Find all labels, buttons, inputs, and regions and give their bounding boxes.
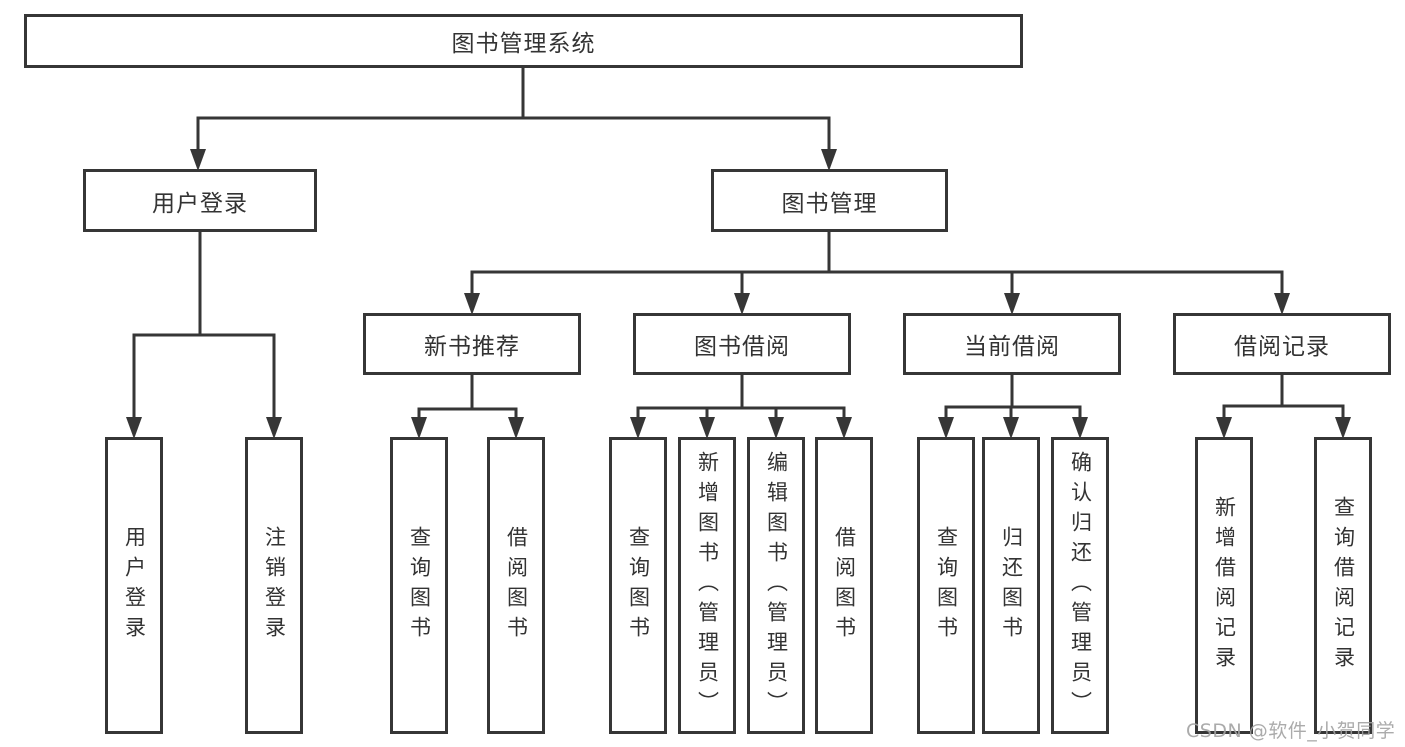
- node-current-borrowing-label: 当前借阅: [964, 334, 1060, 360]
- arrowhead-icon: [1072, 417, 1088, 439]
- arrowhead-icon: [630, 417, 646, 439]
- csdn-watermark: CSDN @软件_小贺同学: [1186, 720, 1396, 742]
- node-root-system: 图书管理系统: [24, 14, 1023, 68]
- leaf-add-book-admin: 新增图书（管理员）: [678, 437, 736, 734]
- arrowhead-icon: [266, 417, 282, 439]
- arrowhead-icon: [768, 417, 784, 439]
- node-book-borrowing: 图书借阅: [633, 313, 851, 375]
- connector-newbook-to-leaves: [411, 372, 524, 439]
- connector-root-to-level2: [190, 65, 837, 171]
- node-new-book-recommend: 新书推荐: [363, 313, 581, 375]
- arrowhead-icon: [411, 417, 427, 439]
- arrowhead-icon: [1004, 293, 1020, 315]
- leaf-query-books-current-label: 查询图书: [934, 525, 959, 646]
- leaf-query-books-recommend: 查询图书: [390, 437, 448, 734]
- arrowhead-icon: [190, 149, 206, 171]
- arrowhead-icon: [836, 417, 852, 439]
- leaf-user-login: 用户登录: [105, 437, 163, 734]
- leaf-borrow-books-borrowing-label: 借阅图书: [832, 525, 857, 646]
- leaf-query-books-recommend-label: 查询图书: [407, 525, 432, 646]
- leaf-edit-book-admin-label: 编辑图书（管理员）: [764, 450, 789, 721]
- node-user-login: 用户登录: [83, 169, 317, 232]
- arrowhead-icon: [1335, 417, 1351, 439]
- node-borrowing-records-label: 借阅记录: [1234, 334, 1330, 360]
- arrowhead-icon: [734, 293, 750, 315]
- leaf-logout: 注销登录: [245, 437, 303, 734]
- arrowhead-icon: [1216, 417, 1232, 439]
- leaf-edit-book-admin: 编辑图书（管理员）: [747, 437, 805, 734]
- arrowhead-icon: [1003, 417, 1019, 439]
- arrowhead-icon: [699, 417, 715, 439]
- leaf-return-books-label: 归还图书: [999, 525, 1024, 646]
- node-new-book-recommend-label: 新书推荐: [424, 334, 520, 360]
- leaf-borrow-books-recommend: 借阅图书: [487, 437, 545, 734]
- leaf-borrow-books-borrowing: 借阅图书: [815, 437, 873, 734]
- leaf-confirm-return-admin-label: 确认归还（管理员）: [1068, 450, 1093, 721]
- leaf-user-login-label: 用户登录: [122, 525, 147, 646]
- node-root-system-label: 图书管理系统: [451, 31, 596, 57]
- connector-bookmgmt-to-level3: [464, 229, 1290, 315]
- node-book-borrowing-label: 图书借阅: [694, 334, 790, 360]
- arrowhead-icon: [938, 417, 954, 439]
- arrowhead-icon: [821, 149, 837, 171]
- leaf-add-borrow-record: 新增借阅记录: [1195, 437, 1253, 734]
- arrowhead-icon: [508, 417, 524, 439]
- connector-records-to-leaves: [1216, 372, 1351, 439]
- leaf-query-borrow-record: 查询借阅记录: [1314, 437, 1372, 734]
- connector-current-to-leaves: [938, 372, 1088, 439]
- arrowhead-icon: [464, 293, 480, 315]
- leaf-return-books: 归还图书: [982, 437, 1040, 734]
- node-book-management-label: 图书管理: [781, 190, 878, 217]
- arrowhead-icon: [1274, 293, 1290, 315]
- connector-borrowing-to-leaves: [630, 372, 852, 439]
- leaf-query-books-borrowing-label: 查询图书: [626, 525, 651, 646]
- connector-userlogin-to-leaves: [126, 229, 282, 439]
- leaf-borrow-books-recommend-label: 借阅图书: [504, 525, 529, 646]
- node-borrowing-records: 借阅记录: [1173, 313, 1391, 375]
- leaf-confirm-return-admin: 确认归还（管理员）: [1051, 437, 1109, 734]
- node-current-borrowing: 当前借阅: [903, 313, 1121, 375]
- leaf-query-books-borrowing: 查询图书: [609, 437, 667, 734]
- node-user-login-label: 用户登录: [152, 190, 248, 217]
- leaf-add-borrow-record-label: 新增借阅记录: [1212, 495, 1237, 676]
- leaf-query-borrow-record-label: 查询借阅记录: [1331, 495, 1356, 676]
- arrowhead-icon: [126, 417, 142, 439]
- leaf-add-book-admin-label: 新增图书（管理员）: [695, 450, 720, 721]
- node-book-management: 图书管理: [711, 169, 948, 232]
- leaf-logout-label: 注销登录: [262, 525, 287, 646]
- leaf-query-books-current: 查询图书: [917, 437, 975, 734]
